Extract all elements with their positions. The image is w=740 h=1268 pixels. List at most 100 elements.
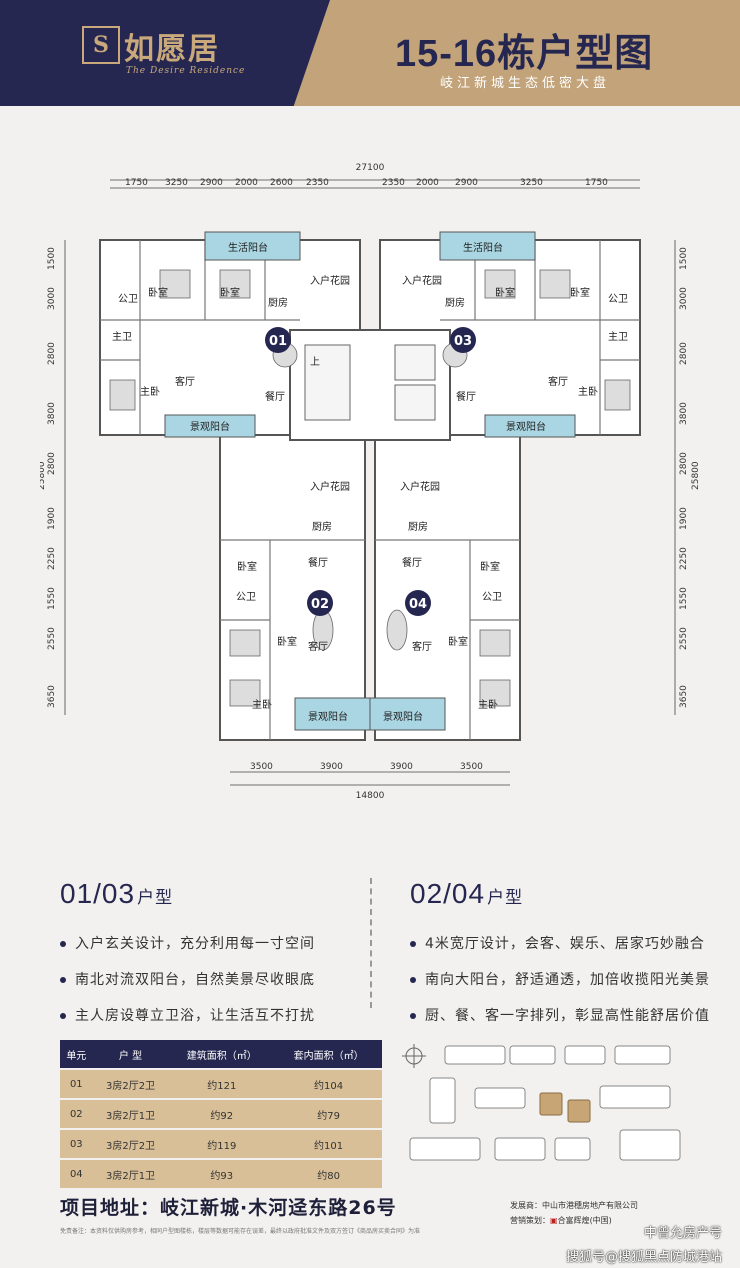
table-cell: 02 — [60, 1098, 93, 1129]
dim-top-4: 2000 — [235, 178, 258, 188]
dim-left-2: 3000 — [47, 287, 57, 310]
dim-top-8: 2000 — [416, 178, 439, 188]
table-cell: 3房2厅1卫 — [92, 1098, 169, 1129]
room-public-bath-l2: 公卫 — [236, 592, 256, 603]
dim-top-5: 2600 — [270, 178, 293, 188]
table-cell: 约121 — [168, 1068, 276, 1099]
table-row: 01 3房2厅2卫 约121 约104 — [60, 1068, 382, 1099]
table-cell: 约119 — [168, 1128, 276, 1159]
dim-top-1: 1750 — [125, 178, 148, 188]
room-master-bath-l: 主卫 — [112, 331, 132, 343]
logo-mark: S — [82, 26, 120, 64]
room-dining-l: 餐厅 — [265, 390, 285, 403]
site-plan — [402, 1044, 681, 1161]
building-walls — [99, 239, 641, 741]
site-building — [444, 1045, 506, 1065]
dim-right-6: 1900 — [679, 507, 689, 530]
room-bedroom-l1: 卧室 — [148, 286, 168, 299]
room-master-bed-l2: 主卧 — [252, 698, 272, 711]
room-public-bath-r: 公卫 — [608, 294, 628, 305]
room-bedroom-r2: 卧室 — [570, 286, 590, 299]
dim-left-6: 1900 — [47, 507, 57, 530]
table-cell: 约92 — [168, 1098, 276, 1129]
unit-area-table: 单元 户 型 建筑面积（㎡） 套内面积（㎡） 01 3房2厅2卫 约121 约1… — [60, 1040, 382, 1188]
table-cell: 约80 — [275, 1158, 382, 1188]
watermark: 搜狐号@搜狐黑点防城港站 — [565, 1250, 722, 1265]
room-view-balcony-r2: 景观阳台 — [383, 710, 423, 723]
page-title: 15-16栋户型图 — [395, 33, 654, 75]
dim-right-7: 2250 — [679, 547, 689, 570]
feature-item: 南北对流双阳台，自然美景尽收眼底 — [60, 962, 315, 998]
dim-top-3: 2900 — [200, 178, 223, 188]
table-cell: 3房2厅2卫 — [92, 1068, 169, 1099]
site-building — [599, 1085, 671, 1109]
planner-line: 营销策划：▣合富辉煌(中国) — [510, 1216, 612, 1225]
dim-right-col: 1500 3000 2800 3800 2800 1900 2250 1550 … — [679, 247, 700, 708]
room-master-bed-l: 主卧 — [140, 385, 160, 398]
room-kitchen-l2: 厨房 — [312, 520, 332, 533]
feature-item: 南向大阳台，舒适通透，加倍收揽阳光美景 — [410, 962, 710, 998]
dim-bottom-2: 3900 — [320, 762, 343, 772]
unit-badge-02: 02 — [311, 597, 329, 612]
dim-right-5: 2800 — [679, 452, 689, 475]
room-living-balcony-r: 生活阳台 — [463, 241, 503, 254]
site-building — [429, 1077, 456, 1124]
dim-right-4: 3800 — [679, 402, 689, 425]
dim-top-9: 2900 — [455, 178, 478, 188]
room-entry-garden-r2: 入户花园 — [400, 480, 440, 493]
room-bedroom-l4: 卧室 — [277, 635, 297, 648]
dim-left-10: 3650 — [47, 685, 57, 708]
feature-item: 4米宽厅设计，会客、娱乐、居家巧妙融合 — [410, 926, 710, 962]
room-kitchen-l: 厨房 — [268, 296, 288, 309]
unit-badge-01: 01 — [269, 334, 287, 349]
floor-plan: 27100 1750 3250 2900 2000 2600 2350 2350… — [40, 163, 700, 801]
site-building — [409, 1137, 481, 1161]
room-dividers — [100, 240, 640, 740]
room-living-l: 客厅 — [175, 375, 195, 388]
site-building — [619, 1129, 681, 1161]
table-cell: 约93 — [168, 1158, 276, 1188]
dim-right-total: 25800 — [691, 461, 700, 490]
core-area — [304, 344, 436, 421]
compass-icon — [402, 1044, 426, 1068]
site-building — [474, 1087, 526, 1109]
feature-item: 入户玄关设计，充分利用每一寸空间 — [60, 926, 315, 962]
room-master-bed-r2: 主卧 — [478, 698, 498, 711]
room-dining-l2: 餐厅 — [308, 556, 328, 569]
project-address: 项目地址：岐江新城·木河迳东路26号 — [60, 1197, 397, 1219]
furniture — [109, 269, 631, 707]
planner-logo-icon: ▣ — [550, 1216, 558, 1225]
room-living-l2: 客厅 — [308, 640, 328, 653]
table-header: 单元 — [60, 1040, 93, 1069]
room-kitchen-r2: 厨房 — [408, 520, 428, 533]
table-cell: 约104 — [275, 1068, 382, 1099]
dim-top-7: 2350 — [382, 178, 405, 188]
room-public-bath-r2: 公卫 — [482, 592, 502, 603]
feature-item: 主人房设尊立卫浴，让生活互不打扰 — [60, 998, 315, 1034]
dim-bottom-total: 14800 — [356, 791, 385, 801]
room-entry-garden-r: 入户花园 — [402, 274, 442, 287]
room-public-bath-l: 公卫 — [118, 294, 138, 305]
dim-left-5: 2800 — [47, 452, 57, 475]
table-cell: 约79 — [275, 1098, 382, 1129]
header-banner: S 如愿居 The Desire Residence 15-16栋户型图 岐江新… — [0, 0, 740, 106]
dim-top-total: 27100 — [356, 163, 385, 173]
watermark: 中曾允房产号 — [643, 1226, 722, 1241]
dim-left-col: 1500 3000 2800 3800 2800 1900 2250 1550 … — [40, 247, 57, 708]
dim-right-10: 3650 — [679, 685, 689, 708]
page-subtitle: 岐江新城生态低密大盘 — [440, 76, 611, 91]
room-master-bed-r: 主卧 — [578, 385, 598, 398]
room-living-balcony-l: 生活阳台 — [228, 241, 268, 254]
disclaimer: 免责备注：本资料仅供购房参考，相同户型图楼栋，楼层等数据可能存在误差，最终以政府… — [60, 1228, 421, 1235]
dim-left-9: 2550 — [47, 627, 57, 650]
dim-right-8: 1550 — [679, 587, 689, 610]
room-bedroom-r4: 卧室 — [448, 635, 468, 648]
dim-left-7: 2250 — [47, 547, 57, 570]
room-entry-garden-l2: 入户花园 — [310, 480, 350, 493]
dim-right-3: 2800 — [679, 342, 689, 365]
unit-badge-04: 04 — [409, 597, 427, 612]
balconies — [164, 231, 576, 731]
